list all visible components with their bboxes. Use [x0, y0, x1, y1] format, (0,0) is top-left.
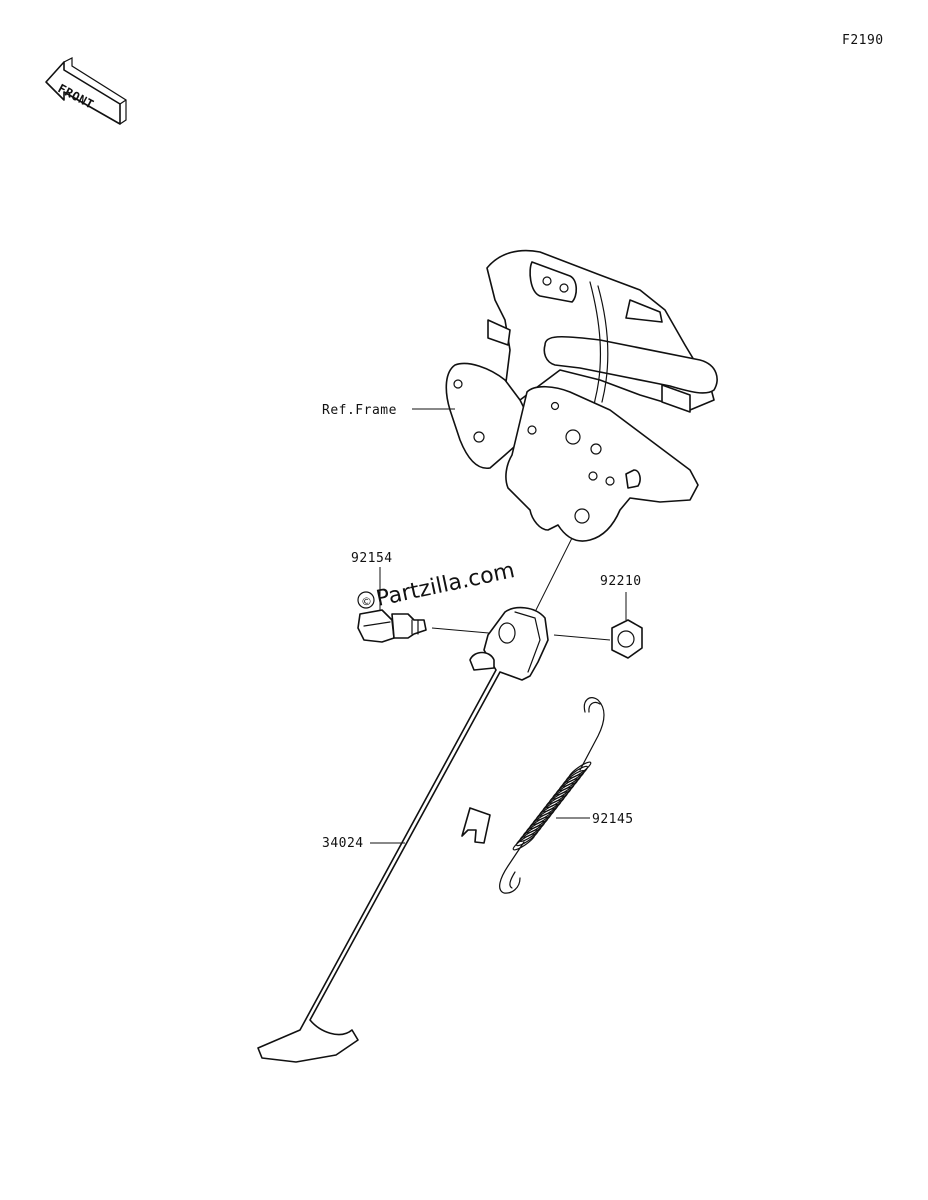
spring-coil	[515, 829, 539, 847]
spring-92145	[499, 697, 605, 894]
watermark-symbol: ©	[361, 595, 372, 608]
spring-coil	[512, 833, 536, 851]
spring-label: 92145	[592, 812, 634, 827]
frame-label: Ref.Frame	[322, 403, 397, 418]
front-arrow-icon: FRONT	[45, 57, 127, 125]
spring-coils	[512, 761, 592, 851]
frame-bracket	[412, 249, 718, 542]
nut-label: 92210	[600, 574, 642, 589]
bolt-92154	[357, 567, 501, 643]
bolt-label: 92154	[351, 551, 393, 566]
watermark-text: Partzilla.com	[374, 558, 517, 612]
stand-label: 34024	[322, 836, 364, 851]
side-stand-34024	[257, 606, 549, 1063]
watermark: © Partzilla.com	[357, 558, 517, 612]
nut-92210	[553, 592, 643, 659]
diagram-code: F2190	[842, 33, 884, 48]
